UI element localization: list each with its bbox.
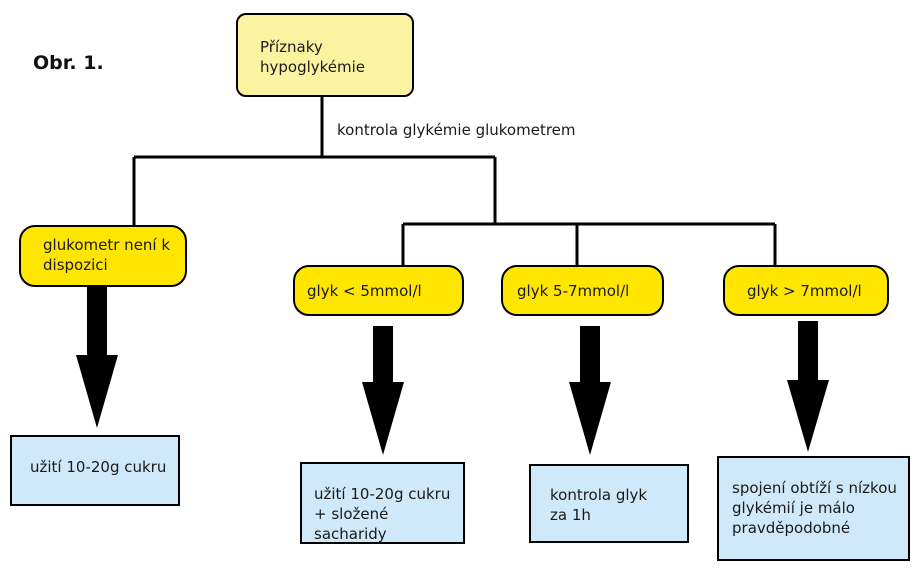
decision-line-1: glukometr není k (43, 236, 171, 254)
root-line-1: Příznaky (260, 38, 323, 56)
decision-line-1: glyk > 7mmol/l (747, 282, 862, 300)
decision-line-1: glyk < 5mmol/l (307, 282, 422, 300)
action-line-1: užití 10-20g cukru (30, 458, 167, 476)
action-line-3: pravděpodobné (732, 519, 851, 537)
action-line-2: za 1h (550, 506, 591, 524)
root-node-symptoms: Příznaky hypoglykémie (236, 13, 414, 97)
root-line-2: hypoglykémie (260, 58, 366, 76)
decision-line-1: glyk 5-7mmol/l (517, 282, 630, 300)
action-line-1: spojení obtíží s nízkou (732, 479, 897, 497)
figure-label: Obr. 1. (33, 52, 104, 74)
arrow-no-glucometer (76, 287, 118, 428)
decision-glyk-5to7: glyk 5-7mmol/l (501, 265, 664, 316)
action-sugar: užití 10-20g cukru (10, 435, 180, 506)
action-line-1: kontrola glyk (550, 486, 648, 504)
action-recheck-1h: kontrola glyk za 1h (529, 464, 689, 543)
decision-glyk-gt7: glyk > 7mmol/l (723, 265, 889, 316)
edge-label-glucometer-check: kontrola glykémie glukometrem (337, 121, 576, 139)
decision-line-2: dispozici (43, 256, 108, 274)
action-line-1: užití 10-20g cukru (314, 485, 451, 503)
action-unlikely-hypoglycemia: spojení obtíží s nízkou glykémií je málo… (717, 456, 910, 561)
arrow-lt5 (362, 326, 404, 455)
arrow-5to7 (569, 326, 611, 455)
arrow-gt7 (787, 321, 829, 452)
action-sugar-complex-carbs: užití 10-20g cukru + složené sacharidy (300, 462, 465, 544)
action-line-2: + složené sacharidy (314, 505, 389, 543)
action-line-2: glykémií je málo (732, 499, 855, 517)
decision-glyk-lt5: glyk < 5mmol/l (293, 265, 464, 316)
decision-no-glucometer: glukometr není k dispozici (19, 225, 187, 287)
